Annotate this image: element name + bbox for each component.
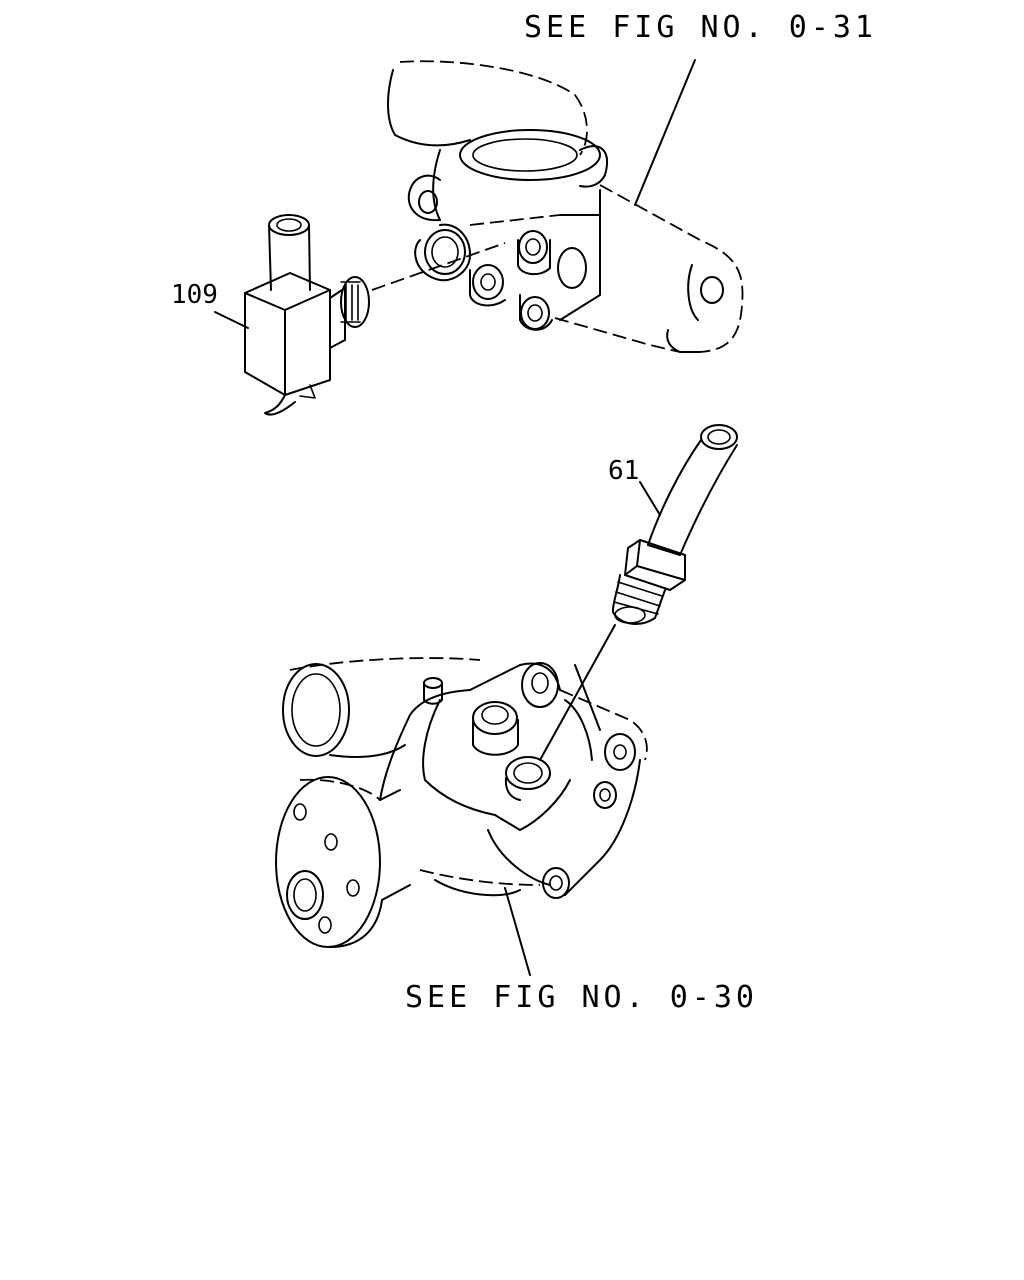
- callout-109: 109: [171, 280, 218, 310]
- leader-line-top-ref: [634, 59, 696, 206]
- part-61-sensor: [611, 424, 738, 625]
- water-pump: [275, 657, 648, 948]
- assembly-line-109: [371, 242, 506, 291]
- callout-61: 61: [608, 456, 639, 486]
- reference-label-top: SEE FIG NO. 0-31: [524, 10, 877, 45]
- thermostat-housing: [386, 60, 744, 353]
- assembly-line-61: [539, 624, 616, 761]
- part-109-switch: [244, 214, 370, 416]
- reference-label-bottom: SEE FIG NO. 0-30: [405, 980, 758, 1015]
- leader-line-bottom-ref: [504, 887, 531, 976]
- leader-line-109: [214, 311, 249, 329]
- leader-line-61: [639, 481, 661, 516]
